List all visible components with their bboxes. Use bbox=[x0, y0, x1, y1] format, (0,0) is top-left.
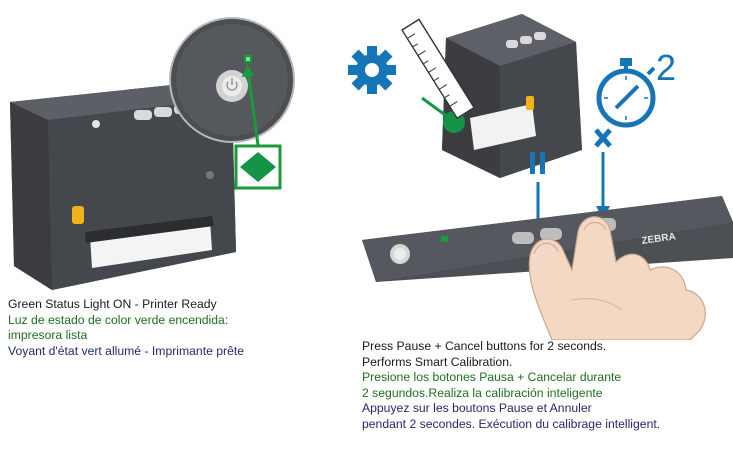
timer-count: 2 bbox=[656, 47, 676, 88]
caption-english-line1: Press Pause + Cancel buttons for 2 secon… bbox=[362, 339, 607, 353]
yellow-release-latch bbox=[72, 206, 84, 224]
printer-body bbox=[10, 82, 236, 290]
calibration-caption: Press Pause + Cancel buttons for 2 secon… bbox=[362, 339, 660, 432]
feed-button bbox=[540, 228, 562, 240]
gear-icon bbox=[348, 46, 396, 94]
sensor-pointer-line bbox=[421, 96, 453, 122]
cancel-x-icon bbox=[594, 128, 612, 148]
status-diamond-icon bbox=[234, 144, 282, 190]
caption-french-line2: pendant 2 secondes. Exécution du calibra… bbox=[362, 416, 661, 431]
caption-french-line1: Appuyez sur les boutons Pause et Annuler bbox=[362, 401, 592, 415]
status-light-zoom-callout bbox=[169, 17, 295, 143]
caption-english: Green Status Light ON - Printer Ready bbox=[8, 297, 217, 311]
caption-spanish-line2: 2 segundos.Realiza la calibración inteli… bbox=[362, 385, 603, 400]
pause-button bbox=[512, 232, 534, 244]
calibration-illustration: 2 ZEBRA bbox=[348, 14, 733, 340]
printer-body bbox=[442, 14, 582, 178]
status-light bbox=[441, 236, 448, 242]
hand-illustration bbox=[528, 216, 706, 340]
ruler-icon bbox=[401, 18, 476, 120]
caption-spanish-line2: impresora lista bbox=[8, 328, 88, 342]
caption-english-line2: Performs Smart Calibration. bbox=[362, 354, 513, 369]
caption-spanish-line1: Luz de estado de color verde encendida: bbox=[8, 312, 229, 327]
status-arrow bbox=[246, 71, 260, 146]
pause-icon bbox=[530, 152, 545, 174]
printer-status-illustration bbox=[10, 17, 295, 290]
caption-spanish-line1: Presione los botones Pausa + Cancelar du… bbox=[362, 370, 622, 384]
label-media bbox=[470, 104, 536, 150]
yellow-release-latch bbox=[526, 96, 534, 110]
stopwatch-icon bbox=[596, 58, 656, 128]
status-light-caption: Green Status Light ON - Printer Ready Lu… bbox=[8, 297, 244, 359]
brand-text: ZEBRA bbox=[641, 231, 677, 247]
caption-french: Voyant d'état vert allumé - Imprimante p… bbox=[8, 343, 245, 358]
power-button-icon bbox=[92, 120, 100, 128]
